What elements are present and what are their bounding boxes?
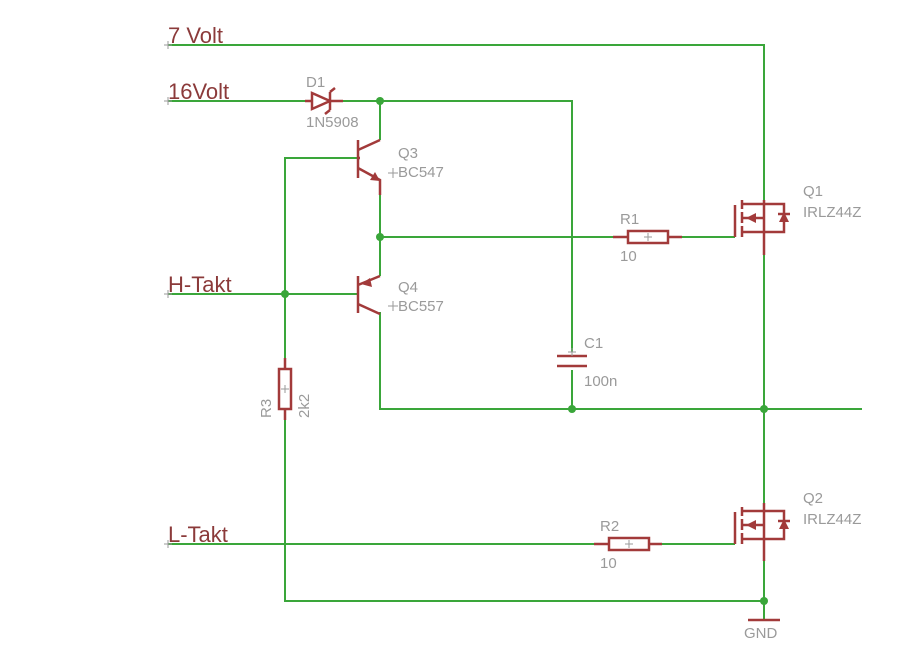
diode-d1-value: 1N5908 (306, 114, 359, 131)
net-origin-marks (164, 41, 172, 548)
transistor-q4-value: BC557 (398, 298, 444, 315)
resistor-r2: R2 10 (594, 518, 662, 572)
resistor-r2-marker (625, 540, 633, 548)
junction-dot (568, 405, 576, 413)
mosfet-q2-leads (742, 503, 766, 561)
mosfet-q1-arrow (746, 213, 756, 223)
mosfet-q1-name: Q1 (803, 183, 823, 200)
mosfet-q1-value: IRLZ44Z (803, 204, 861, 221)
ground-label: GND (744, 625, 778, 642)
resistor-r1-rect (626, 229, 670, 245)
net-label-l-takt: L-Takt (168, 522, 228, 547)
transistor-q3-arrow (370, 172, 380, 181)
net-label-h-takt: H-Takt (168, 272, 232, 297)
transistor-q3-name: Q3 (398, 145, 418, 162)
transistor-q3-marker (388, 168, 398, 178)
net-labels: 7 Volt 16Volt H-Takt L-Takt (164, 23, 232, 548)
transistor-q4-marker (388, 301, 398, 311)
diode-d1: D1 1N5908 (305, 74, 359, 131)
mosfet-q2-diode-arrow (779, 519, 789, 529)
wire-r3-gnd (284, 420, 764, 602)
resistor-r3: R3 2k2 (258, 358, 313, 420)
resistor-r2-value: 10 (600, 555, 617, 572)
junction-dot (760, 405, 768, 413)
resistor-r1: R1 10 (613, 211, 682, 265)
transistor-q4-arrow (361, 278, 372, 287)
net-label-7volt: 7 Volt (168, 23, 223, 48)
wires (168, 44, 862, 620)
mosfet-q1-leads (742, 200, 766, 255)
resistor-r1-value: 10 (620, 248, 637, 265)
wire-base-q3 (284, 157, 358, 358)
resistor-r3-marker (281, 385, 289, 393)
junction-dot (760, 597, 768, 605)
resistor-r1-name: R1 (620, 211, 639, 228)
transistor-q4: Q4 BC557 (356, 274, 444, 316)
mosfet-q2-value: IRLZ44Z (803, 511, 861, 528)
net-label-16volt: 16Volt (168, 79, 229, 104)
junction-dot (281, 290, 289, 298)
resistor-r3-name: R3 (258, 399, 275, 418)
capacitor-c1-marker (568, 348, 576, 356)
mosfet-q1-diode-arrow (779, 212, 789, 222)
wire-7volt (168, 44, 765, 200)
transistor-q4-name: Q4 (398, 279, 418, 296)
ground-symbol: GND (744, 618, 780, 642)
resistor-r2-name: R2 (600, 518, 619, 535)
resistor-r3-rect (277, 367, 293, 411)
transistor-q3-value: BC547 (398, 164, 444, 181)
resistor-r3-value: 2k2 (296, 394, 313, 418)
resistor-r1-marker (644, 233, 652, 241)
capacitor-c1: C1 100n (557, 335, 617, 390)
diode-d1-name: D1 (306, 74, 325, 91)
junction-dot (376, 97, 384, 105)
junctions (281, 97, 768, 605)
transistor-q3: Q3 BC547 (356, 138, 444, 195)
junction-dot (376, 233, 384, 241)
wire-q3-q4-node (379, 195, 613, 276)
capacitor-c1-name: C1 (584, 335, 603, 352)
transistor-q3-body (356, 138, 382, 195)
mosfet-q2: Q2 IRLZ44Z (733, 490, 861, 561)
wire-q4-collector (379, 312, 862, 410)
diode-d1-body (305, 87, 343, 115)
mosfet-q1: Q1 IRLZ44Z (733, 183, 861, 255)
capacitor-c1-body (557, 354, 587, 368)
mosfet-q2-name: Q2 (803, 490, 823, 507)
wire-16volt (168, 100, 573, 352)
mosfet-q2-arrow (746, 520, 756, 530)
capacitor-c1-value: 100n (584, 373, 617, 390)
resistor-r2-rect (607, 536, 651, 552)
